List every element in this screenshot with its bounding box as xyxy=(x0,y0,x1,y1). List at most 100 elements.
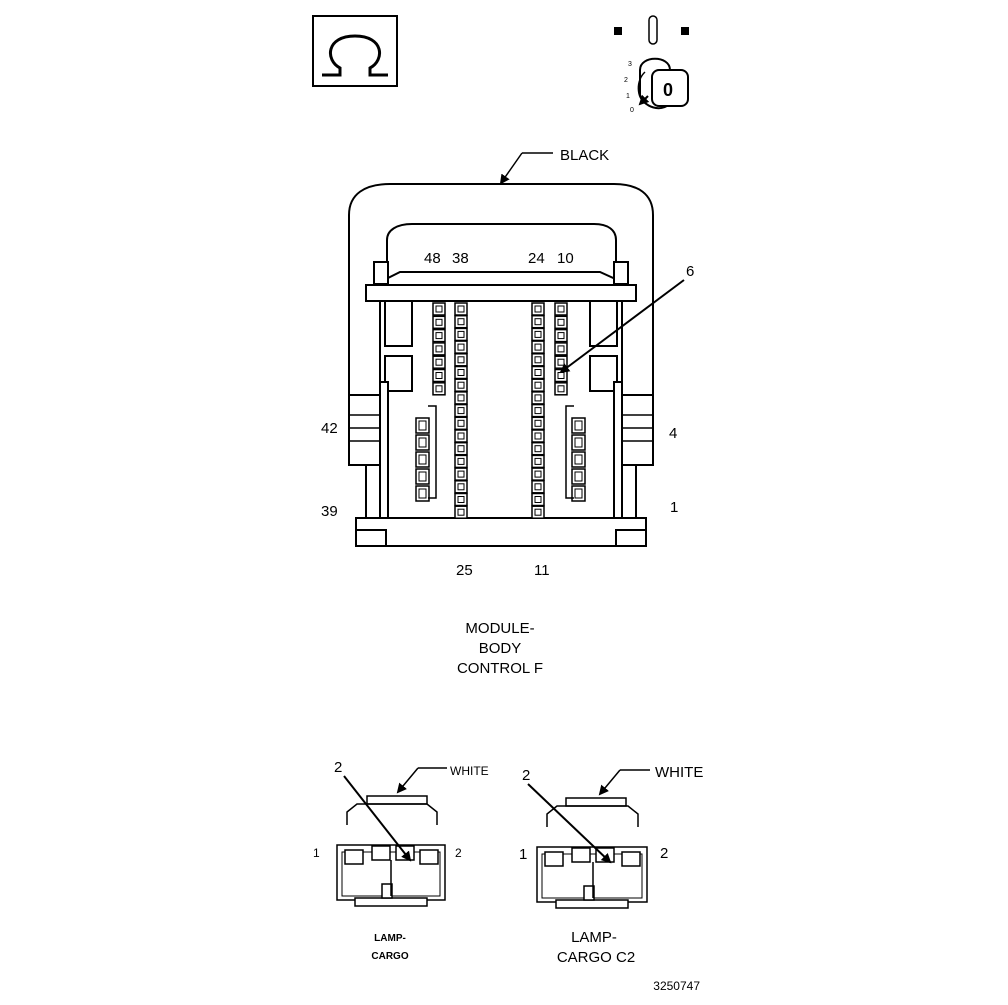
lamp-cargo-c2-connector: WHITE 2 1 2 LAMP- CARGO C2 xyxy=(519,764,703,966)
pin-label-24: 24 xyxy=(528,250,545,267)
cavity-col-d-6-inner xyxy=(557,385,565,393)
cavity-col-b-3-inner xyxy=(457,343,465,351)
module-name-line-1: MODULE- xyxy=(465,620,534,637)
lamp1-name-line-1: LAMP- xyxy=(374,933,406,944)
cavity-col-c-1 xyxy=(531,314,545,329)
pin-label-42: 42 xyxy=(321,420,338,437)
cavity-col-c-5 xyxy=(531,365,545,380)
cavity-col-c-11-inner xyxy=(534,445,542,453)
cavity-col-a-4 xyxy=(432,355,446,369)
cavity-col-c-12-inner xyxy=(534,457,542,465)
cavity-col-b-13 xyxy=(454,467,468,481)
cavity-col-a-2 xyxy=(432,328,446,343)
key-label: 0 xyxy=(663,80,673,100)
cavity-col-b-11-inner xyxy=(457,445,465,453)
cavity-col-b-10 xyxy=(454,429,468,443)
cavity-col-c-7-inner xyxy=(534,394,542,402)
pin-cavities xyxy=(415,302,586,519)
cavity-col-c-6-inner xyxy=(534,381,542,389)
cavity-large-right-1 xyxy=(571,434,586,451)
cavity-col-b-13-inner xyxy=(457,470,465,478)
cavity-col-a-6-inner xyxy=(435,385,443,393)
cavity-col-c-11 xyxy=(531,441,545,456)
cavity-col-b-2-inner xyxy=(457,330,465,338)
cavity-col-c-5-inner xyxy=(534,369,542,376)
pin-label-4: 4 xyxy=(669,425,677,442)
pin-label-10: 10 xyxy=(557,250,574,267)
module-name-line-2: BODY xyxy=(479,640,522,657)
cavity-large-left-3 xyxy=(415,468,430,485)
cavity-col-d-1-inner xyxy=(557,318,565,326)
cavity-large-left-0 xyxy=(415,417,430,434)
cavity-large-right-1-inner xyxy=(574,437,583,448)
cavity-col-d-0-inner xyxy=(557,305,565,313)
cavity-col-c-14 xyxy=(531,480,545,494)
cavity-col-d-2-inner xyxy=(557,332,565,340)
cavity-col-b-10-inner xyxy=(457,432,465,440)
cavity-col-c-15-inner xyxy=(534,496,542,503)
callout-pin-6: 6 xyxy=(686,263,694,280)
cavity-col-c-4-inner xyxy=(534,356,542,364)
cavity-large-left-2 xyxy=(415,451,430,468)
cavity-col-c-10 xyxy=(531,429,545,443)
cavity-col-c-15 xyxy=(531,492,545,507)
module-connector: BLACK 48 xyxy=(321,147,694,677)
cavity-col-c-16-inner xyxy=(534,508,542,516)
cavity-large-left-4-inner xyxy=(418,488,427,499)
cavity-col-a-5-inner xyxy=(435,372,443,379)
cavity-col-a-1 xyxy=(432,315,446,330)
pin-label-48: 48 xyxy=(424,250,441,267)
cavity-col-c-9 xyxy=(531,416,545,431)
cavity-col-c-9-inner xyxy=(534,419,542,427)
cavity-col-d-0 xyxy=(554,302,568,316)
cavity-col-c-1-inner xyxy=(534,318,542,326)
cavity-col-b-2 xyxy=(454,327,468,342)
cavity-col-c-14-inner xyxy=(534,483,542,491)
cavity-col-a-4-inner xyxy=(435,358,443,366)
cavity-col-c-2 xyxy=(531,327,545,342)
cavity-large-right-3-inner xyxy=(574,471,583,482)
cavity-col-a-0-inner xyxy=(435,305,443,313)
pin-label-11: 11 xyxy=(534,562,550,579)
pin-label-1: 1 xyxy=(670,499,678,516)
cavity-col-b-1 xyxy=(454,314,468,329)
cavity-col-d-4 xyxy=(554,355,568,369)
cavity-col-c-8-inner xyxy=(534,407,542,415)
cavity-col-c-2-inner xyxy=(534,330,542,338)
ignition-key-icon: 3 2 1 0 0 xyxy=(614,15,689,114)
cavity-col-b-11 xyxy=(454,441,468,456)
cavity-large-right-2 xyxy=(571,451,586,468)
connector-color-label: BLACK xyxy=(560,147,609,164)
cavity-col-b-14 xyxy=(454,480,468,494)
cavity-col-b-8-inner xyxy=(457,407,465,415)
lamp1-color-label: WHITE xyxy=(450,764,489,778)
cavity-col-b-7-inner xyxy=(457,394,465,402)
cavity-col-b-9-inner xyxy=(457,419,465,427)
cavity-col-a-5 xyxy=(432,368,446,383)
lamp2-pin-2-label: 2 xyxy=(660,845,668,862)
pin-label-25: 25 xyxy=(456,562,473,579)
lamp1-pin-2-label: 2 xyxy=(455,846,462,860)
lamp1-pin-1-label: 1 xyxy=(313,846,320,860)
cavity-col-b-16-inner xyxy=(457,508,465,516)
cavity-col-d-3-inner xyxy=(557,345,565,353)
key-position-2: 2 xyxy=(624,77,628,84)
cavity-col-c-16 xyxy=(531,505,545,519)
figure-id: 3250747 xyxy=(653,979,700,993)
cavity-col-b-4 xyxy=(454,353,468,367)
pin-label-39: 39 xyxy=(321,503,338,520)
cavity-col-c-3-inner xyxy=(534,343,542,351)
cavity-col-c-13 xyxy=(531,467,545,481)
lamp2-pin-1-label: 1 xyxy=(519,846,527,863)
cavity-col-c-13-inner xyxy=(534,470,542,478)
cavity-large-left-0-inner xyxy=(418,420,427,431)
cavity-col-b-4-inner xyxy=(457,356,465,364)
cavity-large-right-3 xyxy=(571,468,586,485)
cavity-col-b-12 xyxy=(454,454,468,469)
cavity-large-right-0 xyxy=(571,417,586,434)
cavity-col-b-16 xyxy=(454,505,468,519)
cavity-col-c-6 xyxy=(531,378,545,392)
cavity-col-b-5 xyxy=(454,365,468,380)
cavity-large-left-3-inner xyxy=(418,471,427,482)
